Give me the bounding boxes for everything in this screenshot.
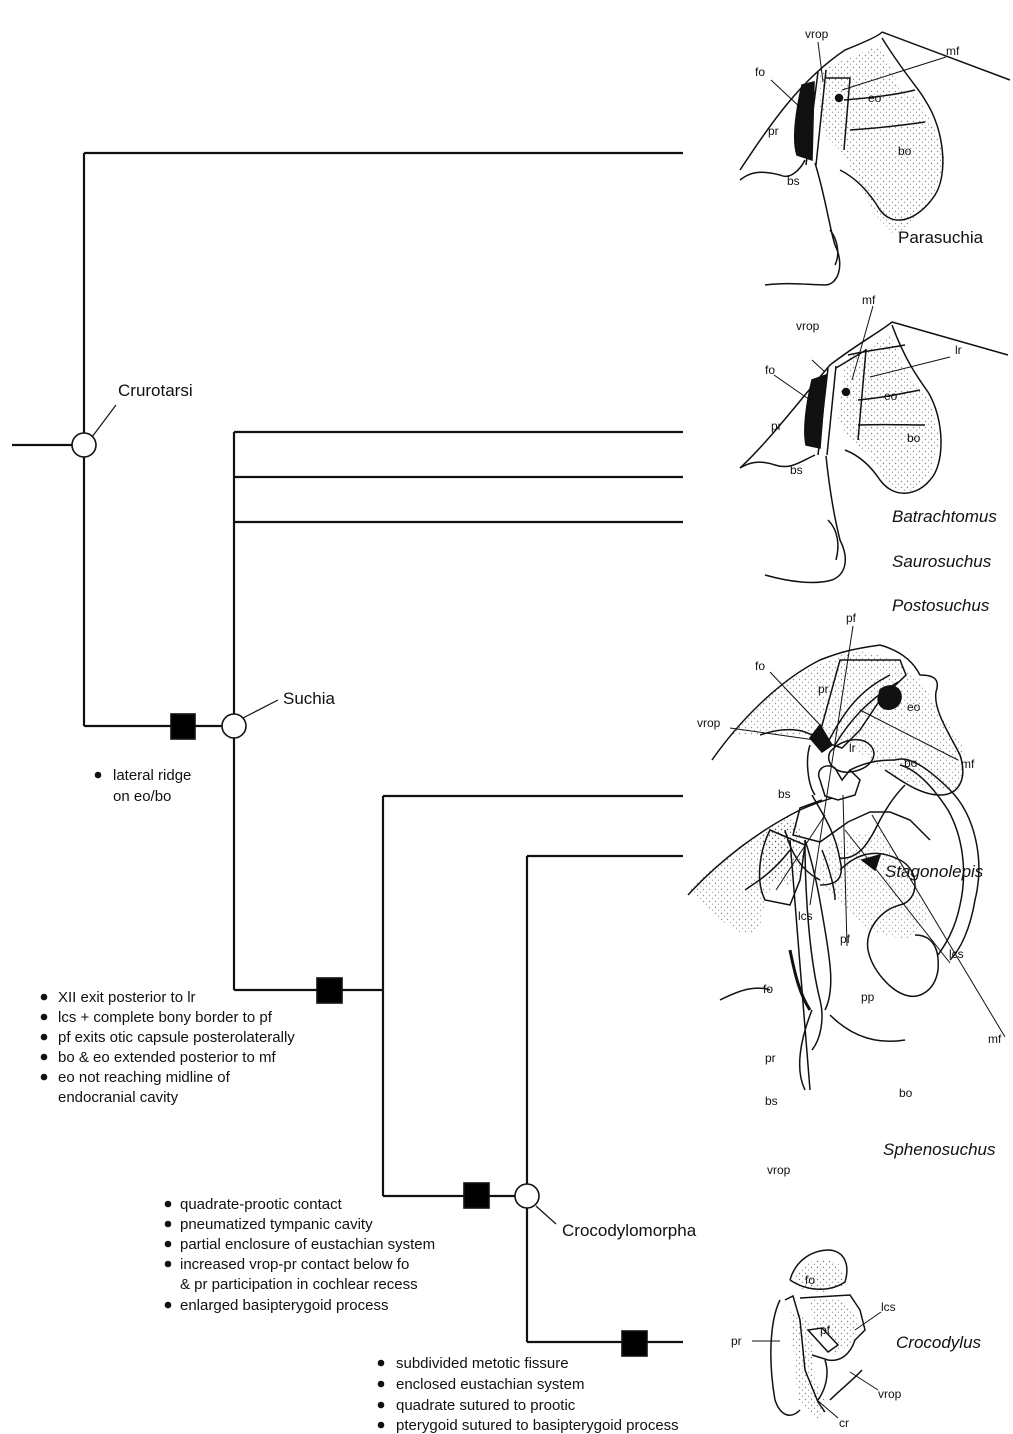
svg-text:eo: eo	[884, 389, 898, 403]
braincase-drawing-sphenosuchus	[688, 759, 979, 1090]
svg-text:fo: fo	[755, 659, 765, 673]
char-node2-4: bo & eo extended posterior to mf	[58, 1049, 276, 1066]
crocodylomorpha-node	[515, 1184, 539, 1208]
char-suchia-1: lateral ridge	[113, 767, 191, 784]
svg-text:bo: bo	[899, 1086, 913, 1100]
taxon-saurosuchus: Saurosuchus	[892, 552, 992, 571]
char-suchia-2: on eo/bo	[113, 788, 171, 805]
svg-text:pr: pr	[771, 419, 782, 433]
taxon-parasuchia: Parasuchia	[898, 228, 984, 247]
char-croco-5: & pr participation in cochlear recess	[180, 1276, 418, 1293]
char-node2-5: eo not reaching midline of	[58, 1069, 231, 1086]
svg-text:mf: mf	[988, 1032, 1002, 1046]
svg-text:pr: pr	[818, 682, 829, 696]
char-crocodylus-4: pterygoid sutured to basipterygoid proce…	[396, 1417, 679, 1434]
char-croco-3: partial enclosure of eustachian system	[180, 1236, 435, 1253]
char-crocodylus-1: subdivided metotic fissure	[396, 1355, 569, 1372]
char-croco-1: quadrate-prootic contact	[180, 1196, 343, 1213]
svg-text:bs: bs	[790, 463, 803, 477]
synapomorphy-box-crocodylomorpha	[464, 1183, 489, 1208]
suchia-label: Suchia	[283, 689, 336, 708]
svg-text:lr: lr	[849, 741, 856, 755]
characters-node2: XII exit posterior to lr lcs + complete …	[41, 989, 296, 1106]
braincase-drawing-crocodylus	[771, 1250, 865, 1420]
svg-text:cr: cr	[839, 1416, 849, 1430]
svg-text:fo: fo	[755, 65, 765, 79]
svg-text:lcs: lcs	[798, 909, 813, 923]
svg-text:bs: bs	[787, 174, 800, 188]
svg-text:pf: pf	[840, 932, 851, 946]
svg-text:pr: pr	[765, 1051, 776, 1065]
svg-text:pf: pf	[846, 611, 857, 625]
taxon-sphenosuchus: Sphenosuchus	[883, 1140, 996, 1159]
svg-text:pp: pp	[861, 990, 875, 1004]
char-croco-2: pneumatized tympanic cavity	[180, 1216, 373, 1233]
svg-text:fo: fo	[765, 363, 775, 377]
synapomorphy-box-crocodylus	[622, 1331, 647, 1356]
char-croco-4: increased vrop-pr contact below fo	[180, 1256, 409, 1273]
taxon-batrachotomus: Batrachtomus	[892, 507, 997, 526]
svg-text:lr: lr	[955, 343, 962, 357]
svg-text:mf: mf	[862, 293, 876, 307]
characters-crocodylomorpha: quadrate-prootic contact pneumatized tym…	[165, 1196, 435, 1314]
char-node2-2: lcs + complete bony border to pf	[58, 1009, 273, 1026]
synapomorphy-box-node2	[317, 978, 342, 1003]
tree-branches	[12, 153, 683, 1342]
synapomorphy-box-suchia	[171, 714, 195, 739]
svg-text:pf: pf	[820, 1323, 831, 1337]
svg-text:fo: fo	[805, 1273, 815, 1287]
suchia-node	[222, 714, 246, 738]
svg-text:vrop: vrop	[697, 716, 721, 730]
svg-text:lcs: lcs	[949, 947, 964, 961]
char-node2-1: XII exit posterior to lr	[58, 989, 196, 1006]
char-croco-6: enlarged basipterygoid process	[180, 1297, 388, 1314]
svg-text:bo: bo	[898, 144, 912, 158]
characters-suchia: lateral ridge on eo/bo	[95, 767, 192, 805]
crocodylomorpha-label: Crocodylomorpha	[562, 1221, 697, 1240]
braincase-drawing-parasuchia	[740, 32, 1010, 285]
svg-text:lcs: lcs	[881, 1300, 896, 1314]
svg-text:pr: pr	[731, 1334, 742, 1348]
char-crocodylus-2: enclosed eustachian system	[396, 1376, 584, 1393]
braincase-drawing-batrachotomus	[740, 322, 1008, 582]
svg-text:vrop: vrop	[796, 319, 820, 333]
crurotarsi-label: Crurotarsi	[118, 381, 193, 400]
svg-text:pr: pr	[768, 124, 779, 138]
char-crocodylus-3: quadrate sutured to prootic	[396, 1397, 576, 1414]
svg-text:eo: eo	[868, 91, 882, 105]
svg-text:mf: mf	[961, 757, 975, 771]
svg-text:bs: bs	[778, 787, 791, 801]
taxon-crocodylus: Crocodylus	[896, 1333, 982, 1352]
taxon-postosuchus: Postosuchus	[892, 596, 990, 615]
svg-text:vrop: vrop	[878, 1387, 902, 1401]
char-node2-6: endocranial cavity	[58, 1089, 179, 1106]
char-node2-3: pf exits otic capsule posterolaterally	[58, 1029, 295, 1046]
svg-text:bo: bo	[907, 431, 921, 445]
characters-crocodylus: subdivided metotic fissure enclosed eust…	[378, 1355, 679, 1434]
svg-text:vrop: vrop	[805, 27, 829, 41]
svg-text:vrop: vrop	[767, 1163, 791, 1177]
svg-text:bs: bs	[765, 1094, 778, 1108]
svg-text:mf: mf	[946, 44, 960, 58]
svg-text:fo: fo	[763, 982, 773, 996]
svg-text:eo: eo	[907, 700, 921, 714]
